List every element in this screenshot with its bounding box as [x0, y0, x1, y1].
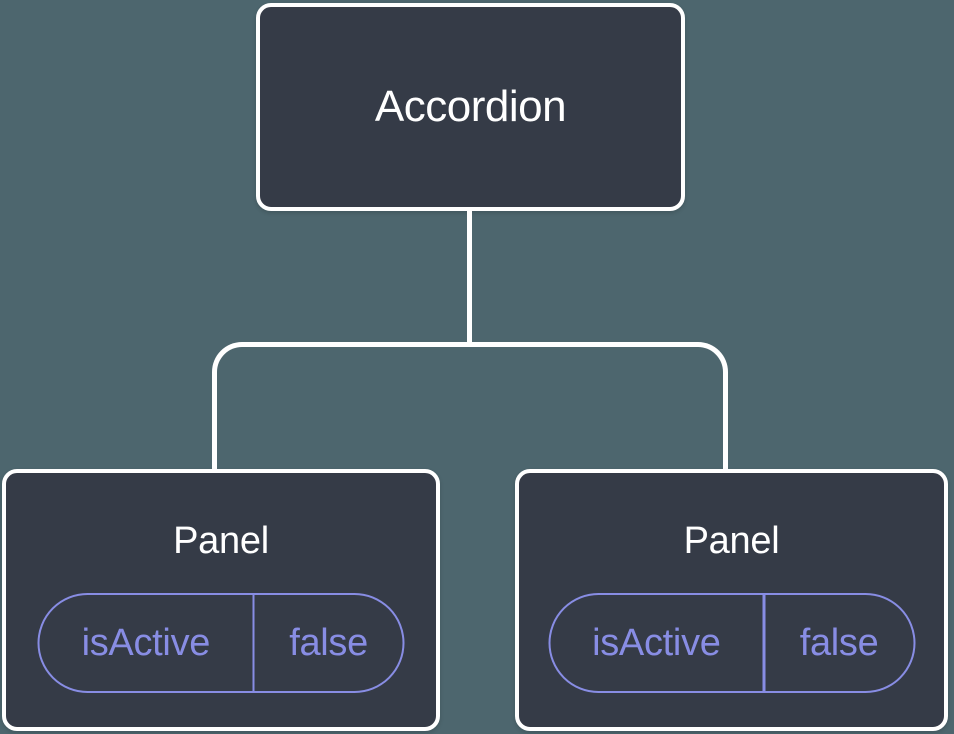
panel-node-right: Panel isActive false	[515, 469, 948, 731]
state-pill: isActive false	[548, 593, 915, 693]
connector-bracket	[212, 342, 728, 470]
connector-stem	[467, 211, 472, 345]
state-key-label: isActive	[592, 621, 721, 664]
pill-divider	[252, 595, 255, 691]
panel-node-left: Panel isActive false	[2, 469, 440, 731]
accordion-node-label: Accordion	[374, 81, 567, 131]
state-value-label: false	[289, 621, 368, 664]
panel-node-label: Panel	[683, 520, 780, 562]
panel-node-label: Panel	[173, 520, 269, 562]
accordion-node: Accordion	[256, 3, 685, 211]
state-pill: isActive false	[37, 593, 405, 693]
state-key-label: isActive	[81, 621, 211, 664]
pill-divider	[762, 595, 766, 691]
state-value-label: false	[799, 621, 879, 664]
